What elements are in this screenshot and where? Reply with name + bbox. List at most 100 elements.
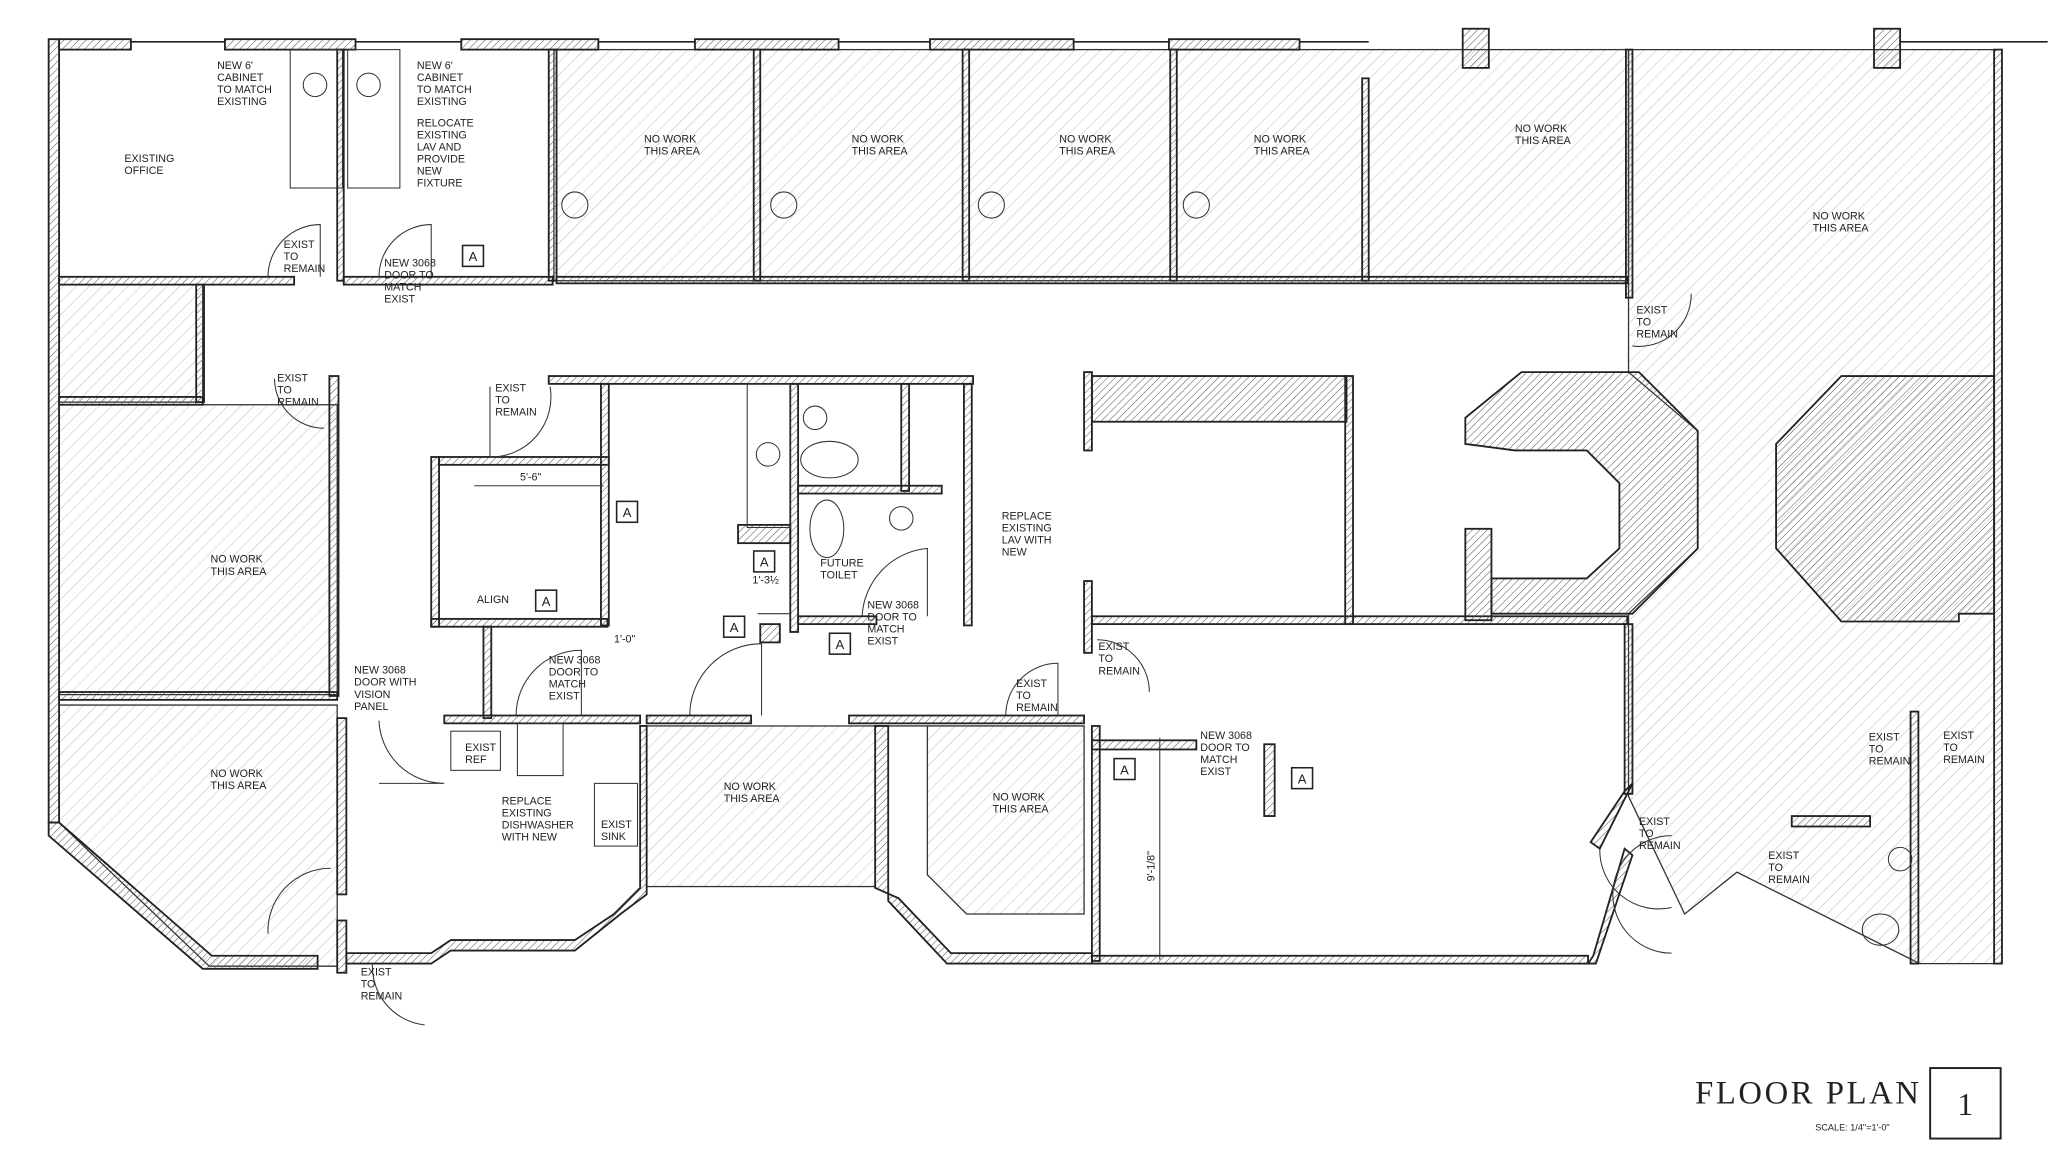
label-dim1: 5'-6"	[520, 471, 541, 483]
label-line: EXIST	[1943, 730, 1974, 742]
label-line: EXISTING	[1002, 523, 1052, 535]
label-line: DOOR WITH	[354, 677, 416, 689]
label-line: NEW 3068	[867, 599, 919, 611]
label-line: TO	[1768, 862, 1783, 874]
walls	[47, 27, 2048, 974]
label-line: NO WORK	[1254, 133, 1307, 145]
label-line: EXIST	[277, 372, 308, 384]
label-line: THIS AREA	[993, 803, 1050, 815]
label-line: REMAIN	[1639, 840, 1681, 852]
label-line: PROVIDE	[417, 154, 465, 166]
label-line: NO WORK	[211, 768, 264, 780]
label-line: THIS AREA	[724, 793, 781, 805]
label-line: EXIST	[361, 966, 392, 978]
label-line: LAV WITH	[1002, 535, 1052, 547]
label-line: NO WORK	[1813, 210, 1866, 222]
label-line: EXIST	[549, 690, 580, 702]
label-line: LAV AND	[417, 142, 462, 154]
label-line: THIS AREA	[1813, 222, 1870, 234]
label-line: THIS AREA	[644, 145, 701, 157]
section-tag: A	[752, 550, 776, 573]
section-tag: A	[615, 500, 639, 524]
label-line: EXIST	[384, 293, 415, 305]
label-line: RELOCATE	[417, 118, 474, 130]
label-line: NO WORK	[1515, 123, 1568, 135]
label-line: EXISTING	[417, 130, 467, 142]
label-line: THIS AREA	[1254, 145, 1311, 157]
label-line: NEW	[1002, 547, 1028, 559]
label-line: REMAIN	[1636, 328, 1678, 340]
doors-fixtures	[267, 49, 1913, 1026]
label-line: OFFICE	[124, 165, 163, 177]
label-line: TO	[495, 395, 510, 407]
label-line: EXIST	[1869, 731, 1900, 743]
label-line: EXIST	[867, 635, 898, 647]
label-line: 5'-6"	[520, 471, 541, 483]
label-line: EXIST	[284, 239, 315, 251]
sheet-number: 1	[1958, 1087, 1974, 1122]
section-tag-letter: A	[542, 594, 551, 609]
label-line: EXIST	[465, 742, 496, 754]
label-line: 1'-0"	[614, 633, 635, 645]
label-line: THIS AREA	[211, 780, 268, 792]
label-line: REMAIN	[1943, 754, 1985, 766]
label-line: EXISTING	[502, 807, 552, 819]
label-line: EXIST	[601, 819, 632, 831]
label-line: ALIGN	[477, 594, 509, 606]
label-line: EXIST	[1636, 304, 1667, 316]
label-line: EXIST	[1768, 850, 1799, 862]
label-line: PANEL	[354, 701, 388, 713]
label-line: DOOR TO	[384, 269, 434, 281]
label-line: 1'-3½	[752, 575, 778, 587]
section-tag: A	[534, 589, 558, 612]
label-line: TO MATCH	[217, 84, 272, 96]
label-line: EXIST	[1016, 678, 1047, 690]
label-align: ALIGN	[477, 594, 509, 606]
label-line: REF	[465, 754, 487, 766]
label-line: EXIST	[1098, 641, 1129, 653]
label-line: TO	[1943, 742, 1958, 754]
label-line: THIS AREA	[211, 566, 268, 578]
label-line: NEW 3068	[1200, 730, 1252, 742]
label-line: EXISTING	[217, 96, 267, 108]
label-line: REMAIN	[1869, 755, 1911, 767]
label-line: CABINET	[217, 72, 264, 84]
label-line: TO	[361, 978, 376, 990]
label-line: NO WORK	[211, 554, 264, 566]
label-line: TOILET	[820, 570, 858, 582]
label-line: DOOR TO	[549, 666, 599, 678]
section-tag-letter: A	[760, 555, 769, 570]
label-line: MATCH	[549, 678, 586, 690]
label-line: DISHWASHER	[502, 819, 574, 831]
section-tag: A	[828, 632, 852, 655]
label-line: TO	[1636, 316, 1651, 328]
label-line: THIS AREA	[1515, 135, 1572, 147]
section-tag-letter: A	[469, 249, 478, 264]
label-line: EXIST	[1200, 766, 1231, 778]
drawing-scale: SCALE: 1/4"=1'-0"	[1815, 1123, 1889, 1133]
label-line: MATCH	[384, 281, 421, 293]
